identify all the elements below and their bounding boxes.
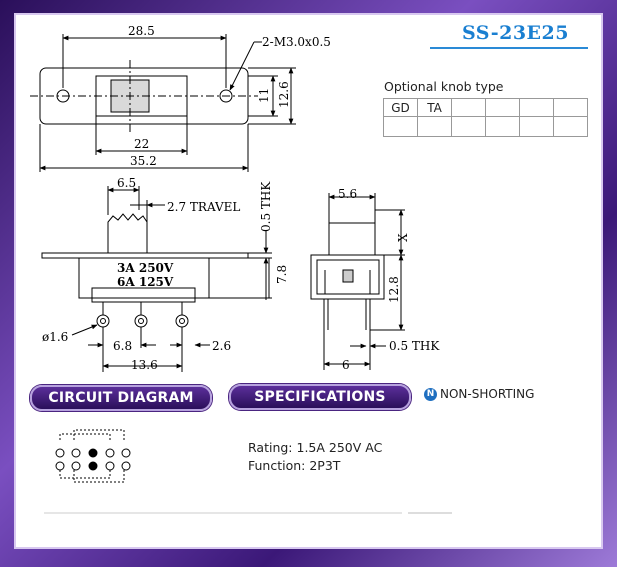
dim-6-5: 6.5	[117, 176, 136, 190]
spec-rating: Rating: 1.5A 250V AC	[248, 440, 383, 455]
front-knob	[107, 213, 148, 253]
circuit-schematic	[59, 429, 125, 483]
dim-12-6: 12.6	[277, 81, 291, 108]
dim-6: 6	[342, 358, 350, 372]
front-body	[78, 257, 210, 299]
dim-5-6: 5.6	[338, 187, 357, 201]
dim-35-2: 35.2	[130, 154, 157, 168]
dim-0-5-thk: 0.5 THK	[389, 339, 440, 353]
non-shorting-label: N NON-SHORTING	[424, 387, 534, 401]
dim-x: X	[396, 233, 410, 242]
title-underline	[430, 47, 588, 49]
front-mount-plate	[41, 252, 249, 259]
spec-function: Function: 2P3T	[248, 458, 341, 473]
knob-cell	[553, 116, 588, 137]
knob-type-label: Optional knob type	[384, 79, 504, 94]
specifications-header: SPECIFICATIONS	[229, 384, 411, 410]
rating-6a: 6A 125V	[117, 275, 174, 289]
front-base	[91, 287, 196, 303]
part-number-title: SS-23E25	[462, 22, 569, 44]
dim-12-8: 12.8	[387, 276, 401, 303]
rating-3a: 3A 250V	[117, 261, 174, 275]
dim-thk-top: 0.5 THK	[259, 181, 273, 232]
dim-travel: 2.7 TRAVEL	[167, 200, 240, 214]
knob-type-table: GD TA	[383, 98, 588, 137]
dim-22: 22	[134, 137, 149, 151]
side-knob	[328, 222, 376, 256]
dim-2-6: 2.6	[212, 339, 231, 353]
dim-11: 11	[257, 88, 271, 103]
dim-screw: 2-M3.0x0.5	[262, 35, 331, 49]
dim-28-5: 28.5	[128, 24, 155, 38]
circuit-diagram-header: CIRCUIT DIAGRAM	[30, 385, 212, 411]
mount-hole-right	[219, 89, 233, 103]
side-body	[310, 254, 385, 300]
non-shorting-icon: N	[424, 387, 437, 401]
top-view-plate	[39, 67, 249, 125]
dim-phi: ø1.6	[42, 330, 68, 344]
dim-7-8: 7.8	[275, 265, 289, 284]
dim-6-8: 6.8	[113, 339, 132, 353]
dim-13-6: 13.6	[131, 358, 158, 372]
